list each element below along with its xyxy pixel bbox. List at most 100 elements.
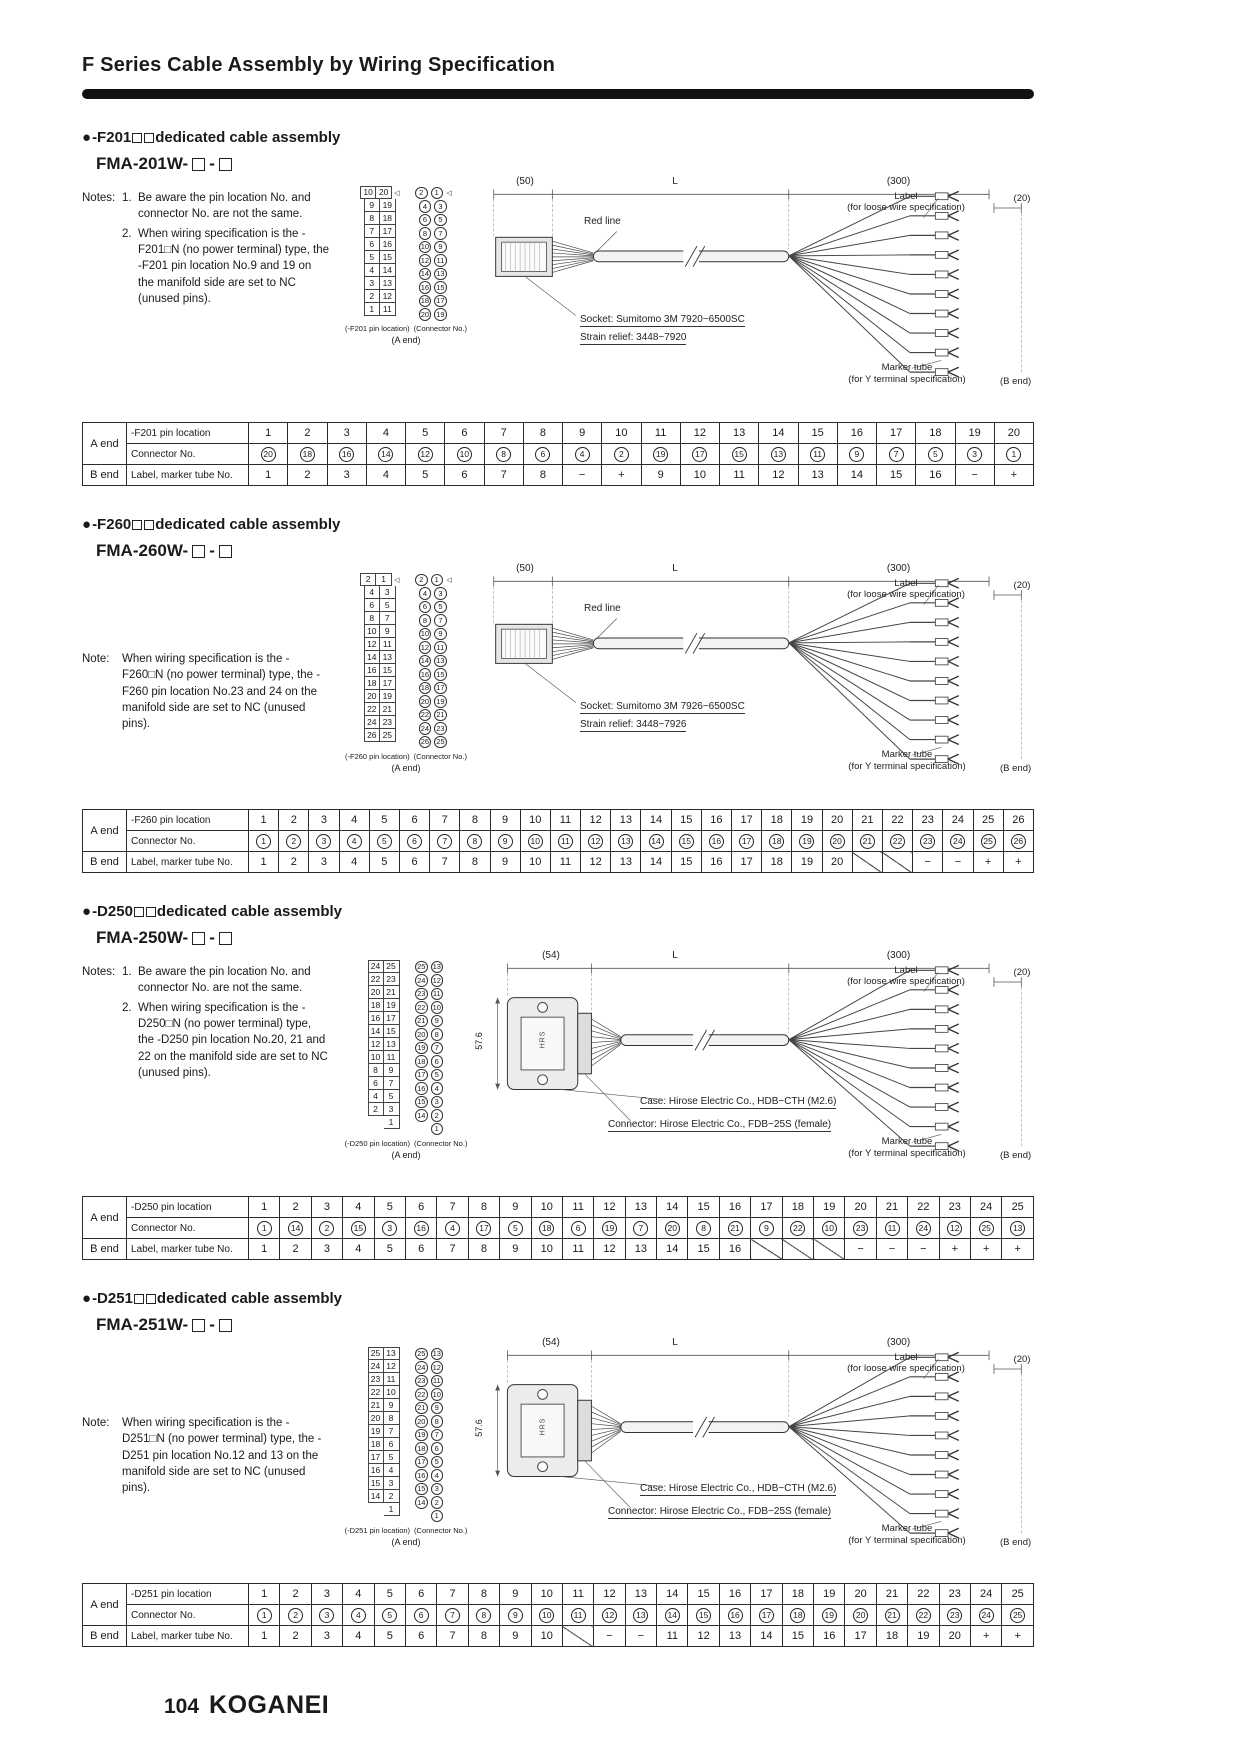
table-cell: 9 (489, 809, 521, 831)
row-group-label: A end (82, 1583, 127, 1626)
marker-tube-label: Marker tube(for Y terminal specification… (848, 1136, 966, 1159)
wire-bundle (591, 1405, 621, 1454)
connector-no-caption: (Connector No.) (414, 1525, 468, 1535)
table-cell: 10 (519, 830, 551, 852)
table-cell: 7 (436, 1625, 469, 1647)
table-cell: 4 (338, 830, 370, 852)
table-cell: 22 (881, 830, 914, 852)
table-cell: 2 (279, 1583, 312, 1605)
table-cell: 8 (459, 809, 491, 831)
table-cell: 7 (436, 1583, 469, 1605)
connector-pin-number: 10 (418, 240, 432, 253)
dimension-L: L (672, 1337, 678, 1348)
table-cell: 24 (942, 830, 974, 852)
pin-location-number: 5 (379, 599, 396, 612)
b-end-caption: (B end) (1000, 1150, 1032, 1161)
pin-location-number: 4 (363, 264, 380, 277)
model-number: FMA-250W-- (96, 928, 1034, 948)
circled-number: 13 (618, 833, 634, 849)
pin-location-number: 10 (367, 1051, 384, 1064)
table-cell: 25 (1001, 1604, 1034, 1626)
table-cell (781, 1238, 815, 1260)
table-cell: 19 (813, 1583, 846, 1605)
table-cell: 18 (781, 1604, 815, 1626)
table-cell: 15 (687, 1196, 720, 1218)
label-note: Label(for loose wire specification) (847, 1352, 965, 1375)
circled-number: 2 (613, 446, 629, 462)
table-cell: 13 (610, 809, 642, 831)
section-code: -D250 (92, 903, 133, 920)
section-code: -D251 (92, 1290, 133, 1307)
table-cell: 19 (954, 422, 995, 444)
table-cell: 10 (679, 464, 721, 486)
notes: Note: When wiring specification is the -… (82, 1337, 330, 1500)
dimension-20: (20) (1013, 193, 1031, 204)
circled-number: 9 (497, 833, 513, 849)
connector-pin-number: 12 (418, 254, 432, 267)
model-prefix: FMA-251W- (96, 1315, 189, 1334)
pin-location-number: 18 (367, 999, 384, 1012)
bullet-icon: ● (82, 1290, 92, 1307)
table-cell: 6 (404, 1604, 438, 1626)
pin-location-number: 22 (367, 973, 384, 986)
pin-location-number: 14 (379, 264, 396, 277)
table-cell: 13 (624, 1196, 658, 1218)
circled-number: 5 (927, 446, 943, 462)
table-cell: 2 (310, 1217, 344, 1239)
connector-pin-number: 15 (434, 668, 447, 681)
circled-number: 21 (884, 1607, 900, 1623)
cable-drawing (495, 963, 1022, 1152)
circled-number: 5 (376, 833, 392, 849)
dimension-54: (54) (542, 1337, 560, 1348)
dimension-20: (20) (1013, 1354, 1031, 1365)
table-cell: 8 (467, 1196, 501, 1218)
table-cell: 15 (687, 1604, 720, 1626)
height-dimension (495, 1384, 501, 1477)
notes-label: Note: (82, 653, 110, 665)
table-cell: 15 (687, 1238, 720, 1260)
blank-box-icon (192, 931, 206, 945)
pin-location-number: 9 (383, 1064, 400, 1077)
pin-location-number: 2 (363, 290, 380, 303)
pin-location-number: 19 (383, 999, 400, 1012)
pin-location-number: 22 (363, 703, 380, 716)
marker-tube-label: Marker tube(for Y terminal specification… (848, 749, 966, 772)
extension-lines (493, 199, 1022, 373)
model-prefix: FMA-201W- (96, 154, 189, 173)
connector-pin-number: 16 (418, 668, 432, 681)
case-leader (560, 1476, 660, 1487)
table-cell: 5 (373, 1196, 406, 1218)
table-cell: 4 (342, 1625, 375, 1647)
blank-box-icon (218, 931, 232, 945)
circled-number: 19 (601, 1220, 617, 1236)
circled-number: 18 (790, 1607, 806, 1623)
table-cell: 9 (499, 1583, 532, 1605)
circled-number: 15 (696, 1607, 712, 1623)
connector-pin-number: 19 (415, 1041, 428, 1054)
circled-number: 11 (557, 833, 573, 849)
wire-fanout (788, 190, 960, 378)
connector-pin-number: 8 (430, 1415, 443, 1428)
table-cell: 2 (278, 830, 310, 852)
table-cell: 16 (326, 443, 367, 465)
table-cell: 7 (429, 830, 461, 852)
connector-pin-number: 12 (418, 641, 432, 654)
pin-location-number: 20 (376, 186, 393, 199)
table-cell: 8 (522, 422, 564, 444)
row-label: Connector No. (126, 1217, 249, 1239)
table-cell: + (969, 1238, 1003, 1260)
connector-pin-number: 19 (434, 695, 447, 708)
pin-location-number: 20 (363, 690, 380, 703)
table-cell: 17 (844, 1625, 877, 1647)
blank-box-icon (192, 157, 206, 171)
table-cell: 12 (938, 1217, 971, 1239)
table-cell: 14 (836, 464, 878, 486)
table-cell: 10 (519, 851, 551, 873)
row-label: -F201 pin location (126, 422, 249, 444)
connector-pin-number: 13 (430, 960, 443, 973)
pin-location-number: 14 (367, 1490, 384, 1503)
notes: Notes: 1. Be aware the pin location No. … (82, 176, 330, 310)
